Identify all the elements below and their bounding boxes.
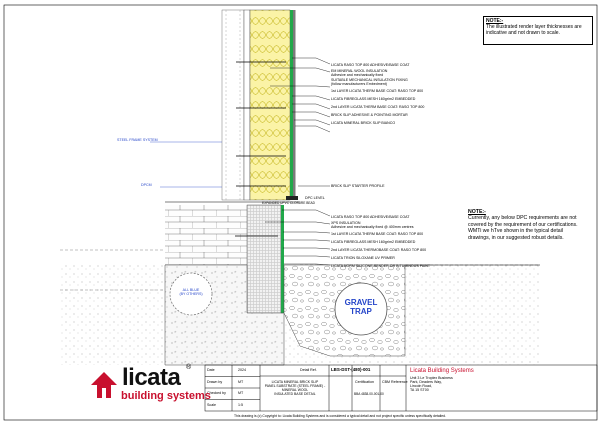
note-top-title: NOTE:- [486,18,504,24]
label-xps-note: Adhesive and mechanically fixed @ 400mm … [331,225,414,229]
label-slip-adhesive: BRICK SLIP ADHESIVE & POINTING MORTAR [331,113,408,117]
starter-profile [286,196,298,200]
note-middle-title: NOTE:- [468,209,486,215]
label-steel-frame: STEEL FRAME SYSTEM [117,138,158,142]
tb-checked-label: Checked by [207,391,226,395]
tb-scale-value: 1:5 [238,403,243,407]
tb-date-label: Date [207,368,215,372]
label-lower-adhesive: LICATA RASO TOP 800 ADHESIVE/BASE COAT [331,215,410,219]
base-coat-layer [290,10,293,200]
tb-drawn-value: MT [238,380,244,384]
note-top-body: The illustrated render layer thicknesses… [486,24,582,36]
label-lower-mesh: LICATA FIBREGLASS MESH 160gr/m2 EMBEDDED [331,240,416,244]
xps-insulation [246,204,282,314]
note-middle-body: Currently, any below DPC requirements ar… [468,215,578,241]
label-lower-1st-coat: 1st LAYER LICATA THERM BASE COAT: RASO T… [331,232,424,236]
upper-leaders [270,57,331,133]
brick-slip-layer [293,10,296,200]
tb-drawn-label: Drawn by [207,380,223,384]
label-uv-primer: LICATA TRION SILOXANE UV PRIMER [331,256,395,260]
label-2nd-base-coat: 2nd LAYER LICATA THERM BASE COAT: RASO T… [331,105,425,109]
label-closure-bead: EXPANDED UPVC CLOSURE BEAD [262,201,315,205]
tb-cbm-label: CBM Reference [382,380,408,384]
label-brick-slip: LICATA MINERAL BRICK SLIP BIANCO [331,121,396,125]
label-xps: XPS INSULATION [331,221,361,225]
tb-detail-value: LBS-DST-(480)-001 [331,367,371,372]
block-wall [165,205,247,265]
label-all-blue: ALL BLUE (BY OTHERS) [179,288,203,297]
label-1st-base-coat: 1st LAYER LICATA THERM BASE COAT: RASO T… [331,89,424,93]
note-top: NOTE:- The illustrated render layer thic… [483,16,593,45]
copyright-notice: This drawing is (c) Copyright to: Licata… [233,414,447,418]
label-lower-2nd-coat: 2nd LAYER LICATA THERMOBASE COAT: RASO T… [331,248,427,252]
tb-drawing-title: LICATA MINERAL BRICK SLIP PANEL SUBSTRAT… [264,380,326,396]
brand-reg: ® [186,364,192,371]
tb-detail-label: Detail Ref. [300,368,317,372]
label-raso-top-adhesive: LICATA RASO TOP 800 ADHESIVE/BASE COAT [331,63,410,67]
licata-logo-icon [91,372,117,398]
tb-cert-value: BBA 4838-00-001-00 [354,392,384,396]
tb-company-name: Licata Building Systems [410,368,474,374]
tb-scale-label: Scale [207,403,216,407]
insulation-fixings [236,61,286,187]
note-middle: NOTE:- Currently, any below DPC requirem… [466,208,584,262]
title-block-frame [204,364,598,412]
gravel-trap-circle [334,282,388,336]
label-mineral-wool: EM MINERAL WOOL INSULATION [331,69,388,73]
label-dpcm: DPCM [141,183,152,187]
label-dpc-level: DPC LEVEL [305,196,325,200]
label-fibreglass-mesh: LICATA FIBREGLASS MESH 160gr/m2 EMBEDDED [331,97,416,101]
label-mechanical-fixing-note: (follow manufacturers Embedment) [331,82,387,86]
tb-cert-label: Certification [355,380,374,384]
label-gravel-trap: GRAVEL TRAP [344,298,378,316]
sheathing-board [243,9,251,201]
steel-frame-zone [221,9,245,201]
label-mineral-wool-note: Adhesive and mechanically fixed [331,73,384,77]
lower-label-list: LICATA RASO TOP 800 ADHESIVE/BASE COAT X… [331,213,471,270]
sheet-border [3,4,598,421]
tb-date-value: 2024 [238,368,246,372]
label-starter-profile: BRICK SLIP STARTER PROFILE [331,184,385,188]
lower-leaders [265,209,331,266]
label-silicone-render: LICATA NORM SILICONE RENDER OR BITUMINOU… [331,264,431,268]
brand-tag: building systems [121,390,211,402]
xps-render-layer [281,205,284,313]
brand-name: licata [122,364,181,391]
mineral-wool-insulation [249,9,291,201]
label-mechanical-fixing: SUITABLE MECHANICAL INSULATION FIXING [331,78,408,82]
all-blue-circle [169,272,213,316]
tb-company-address: Unit 3 Le Troplex Business Park, Deaders… [410,376,453,392]
tb-checked-value: MT [238,391,244,395]
upper-label-list: LICATA RASO TOP 800 ADHESIVE/BASE COAT E… [331,61,471,127]
